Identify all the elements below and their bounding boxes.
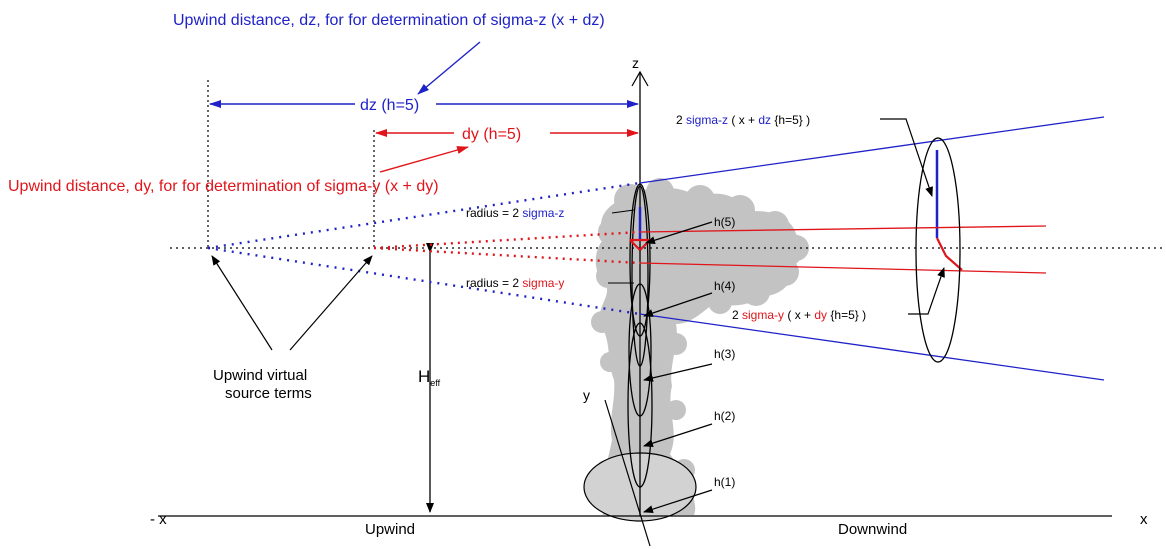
radius-z-pointer [611,209,635,214]
virtual-source-line-2: source terms [225,385,312,402]
h-pointers [643,221,713,514]
h4-label: h(4) [714,279,735,293]
dy-title-pointer [379,146,469,173]
h5-label: h(5) [714,215,735,229]
z-axis-arrowhead [631,70,649,87]
heff-label: Heff [418,367,441,388]
dz-label: dz (h=5) [360,97,419,114]
sigz-label-pointer [880,118,933,197]
sigma-z-envelope [207,116,1105,381]
h3-label: h(3) [714,347,735,361]
sigma-z-label: 2 sigma-z ( x + dz {h=5} ) [676,113,810,127]
downwind-label: Downwind [838,521,907,538]
sigy-label-pointer [908,267,945,315]
dy-title: Upwind distance, dy, for for determinati… [8,178,439,195]
h2-label: h(2) [714,409,735,423]
sigma-y-label: 2 sigma-y ( x + dy {h=5} ) [732,308,866,322]
vs-pointer-1 [211,255,273,351]
radius-y-label: radius = 2 sigma-y [466,276,564,290]
downwind-ellipse [915,137,961,363]
y-axis [604,399,651,547]
h1-label: h(1) [714,475,735,489]
x-axis-label: x [1140,511,1148,528]
neg-x-axis-label: - x [150,511,167,528]
virtual-source-label: Upwind virtual source terms [213,367,312,402]
radius-z-label: radius = 2 sigma-z [466,206,564,220]
sigma-y-envelope [373,225,1047,274]
z-axis-label: z [632,55,639,71]
y-axis-label: y [583,387,590,403]
dy-label: dy (h=5) [462,126,521,143]
dz-title-pointer [417,41,481,95]
upwind-label: Upwind [365,521,415,538]
vs-pointer-2 [289,255,373,351]
virtual-source-line-1: Upwind virtual [213,367,307,384]
dz-title: Upwind distance, dz, for for determinati… [173,12,605,29]
